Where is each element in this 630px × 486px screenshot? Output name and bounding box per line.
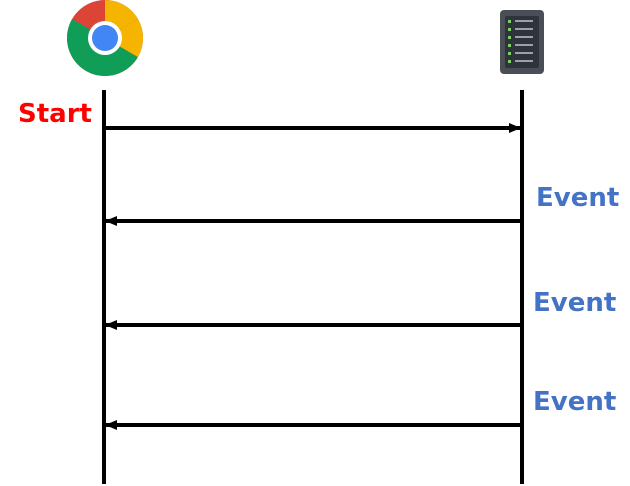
server-rack-icon [500, 10, 544, 74]
event-label-1: Event [536, 183, 620, 213]
start-label: Start [18, 99, 92, 129]
event-label-3: Event [533, 387, 617, 417]
event-label-2: Event [533, 288, 617, 318]
chrome-browser-icon [67, 0, 143, 76]
